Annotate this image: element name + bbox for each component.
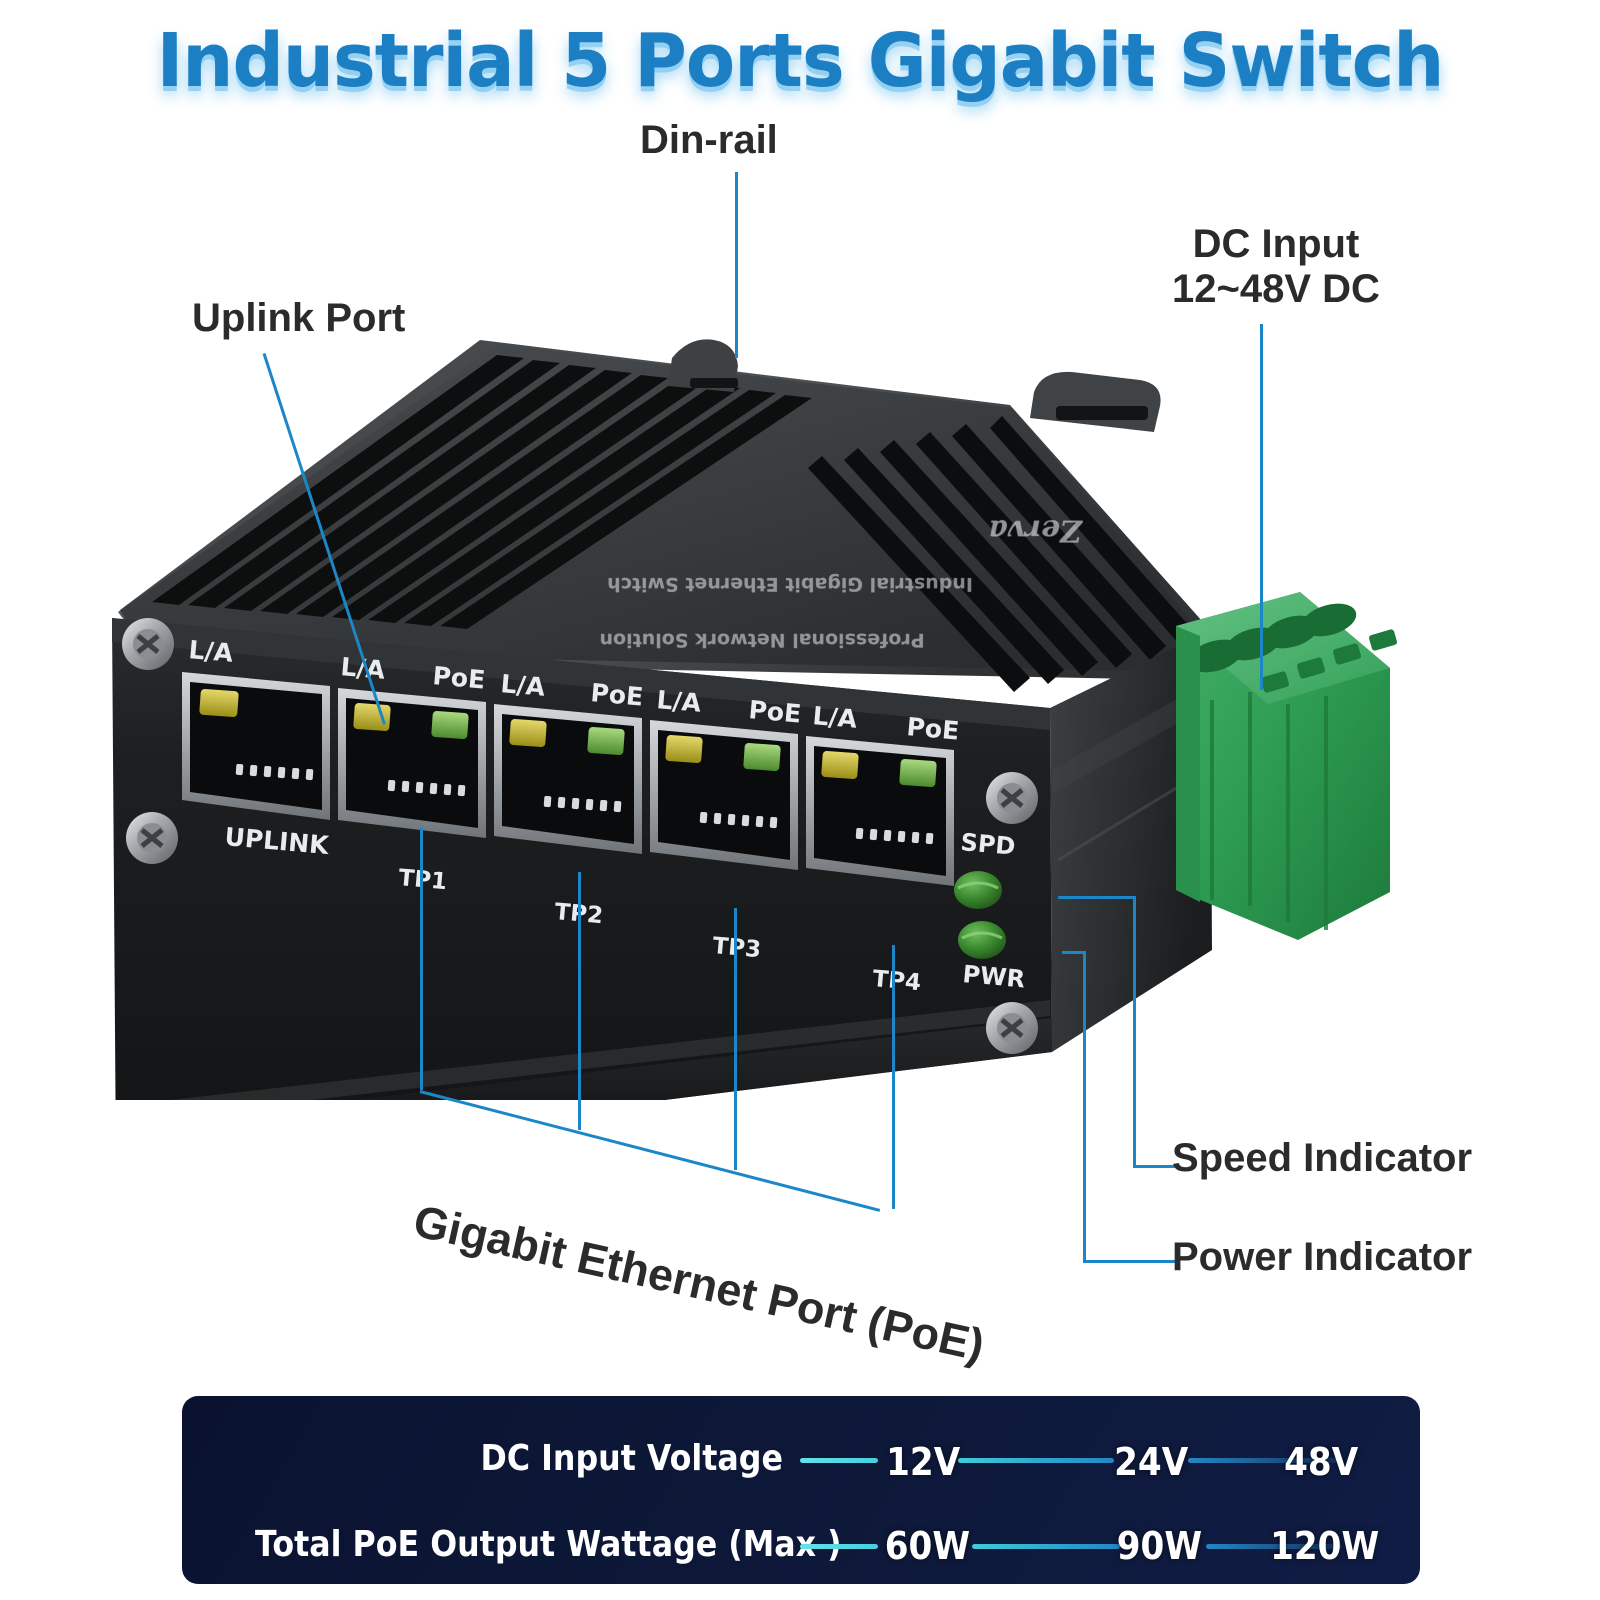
svg-text:TP4: TP4 <box>871 966 922 996</box>
leader-power-h1 <box>1062 951 1086 954</box>
leader-power-v <box>1083 951 1086 1263</box>
screw-top-right <box>986 772 1038 824</box>
svg-text:L/A: L/A <box>187 635 234 668</box>
spec-connector-2a <box>800 1544 878 1549</box>
svg-text:Zerva: Zerva <box>988 513 1083 548</box>
callout-dc-input: DC Input 12~48V DC <box>1172 222 1380 311</box>
port-tp4[interactable] <box>806 736 954 886</box>
leader-tp2 <box>578 872 581 1130</box>
spec-connector-2c <box>1206 1544 1342 1549</box>
svg-text:Professional Network Solution: Professional Network Solution <box>599 629 924 651</box>
faceplate-silkscreen: L/A L/A PoE L/A PoE L/A PoE L/A PoE UPLI… <box>187 635 1026 996</box>
spec-value-24v: 24V <box>1114 1440 1189 1484</box>
svg-text:SPD: SPD <box>959 828 1016 861</box>
leader-speed-h1 <box>1058 896 1136 899</box>
leader-gigabit-spine <box>419 1090 881 1212</box>
callout-power-indicator: Power Indicator <box>1172 1235 1473 1279</box>
svg-text:PoE: PoE <box>747 695 802 728</box>
leader-dc-input <box>1260 324 1263 690</box>
svg-text:L/A: L/A <box>811 701 858 734</box>
heatsink-fins-right <box>808 416 1200 692</box>
callout-din-rail: Din-rail <box>640 118 778 162</box>
port-tp1[interactable] <box>338 688 486 838</box>
leader-speed-v <box>1133 896 1136 1168</box>
spec-value-48v: 48V <box>1284 1440 1359 1484</box>
svg-text:PWR: PWR <box>961 960 1026 993</box>
heatsink-fins <box>152 355 812 629</box>
din-rail-clip <box>1030 371 1161 432</box>
device-casing: Professional Network Solution Industrial… <box>118 339 1210 918</box>
spec-value-12v: 12V <box>886 1440 961 1484</box>
spec-value-120w: 120W <box>1270 1524 1380 1568</box>
spec-connector-1b <box>958 1458 1114 1463</box>
din-rail-tab <box>668 339 738 392</box>
spec-panel: DC Input Voltage 12V 24V 48V Total PoE O… <box>182 1396 1420 1584</box>
leader-speed-h2 <box>1133 1165 1175 1168</box>
spec-row-voltage: DC Input Voltage 12V 24V 48V <box>182 1428 1420 1488</box>
svg-text:PoE: PoE <box>431 661 486 694</box>
spec-value-90w: 90W <box>1116 1524 1203 1568</box>
product-image: Professional Network Solution Industrial… <box>112 339 1397 1100</box>
callout-gigabit-port: Gigabit Ethernet Port (PoE) <box>409 1195 989 1371</box>
spec-connector-1c <box>1188 1458 1338 1463</box>
leader-power-h2 <box>1083 1260 1175 1263</box>
faceplate-screws <box>122 618 1038 1054</box>
spec-row-wattage: Total PoE Output Wattage (Max ) 60W 90W … <box>182 1514 1420 1574</box>
svg-text:Industrial Gigabit Ethernet Sw: Industrial Gigabit Ethernet Switch <box>607 573 973 595</box>
port-uplink[interactable] <box>182 672 330 820</box>
leader-tp4 <box>892 945 895 1209</box>
spec-label-wattage: Total PoE Output Wattage (Max ) <box>254 1523 842 1565</box>
dc-terminal-block <box>1176 592 1397 940</box>
leader-tp3 <box>734 908 737 1170</box>
screw-bottom-right <box>986 1002 1038 1054</box>
port-tp2[interactable] <box>494 704 642 854</box>
screw-bottom-left <box>126 812 178 864</box>
spec-label-voltage: DC Input Voltage <box>480 1437 783 1479</box>
casing-emboss: Professional Network Solution Industrial… <box>599 513 1083 651</box>
svg-text:PoE: PoE <box>589 678 644 711</box>
spec-connector-1a <box>800 1458 878 1463</box>
page-title: Industrial 5 Ports Gigabit Switch <box>156 18 1445 104</box>
leader-tp1 <box>420 828 423 1090</box>
port-row <box>182 672 954 886</box>
spec-value-60w: 60W <box>884 1524 971 1568</box>
speed-led <box>954 871 1002 909</box>
callout-speed-indicator: Speed Indicator <box>1172 1136 1473 1180</box>
port-tp3[interactable] <box>650 720 798 870</box>
svg-text:PoE: PoE <box>905 712 960 745</box>
callout-uplink-port: Uplink Port <box>192 296 406 340</box>
power-led <box>958 921 1006 959</box>
leader-din-rail <box>735 172 738 358</box>
screw-top-left <box>122 618 174 670</box>
status-leds <box>954 871 1006 959</box>
svg-text:L/A: L/A <box>655 685 702 718</box>
spec-connector-2b <box>972 1544 1120 1549</box>
svg-text:L/A: L/A <box>499 669 546 702</box>
